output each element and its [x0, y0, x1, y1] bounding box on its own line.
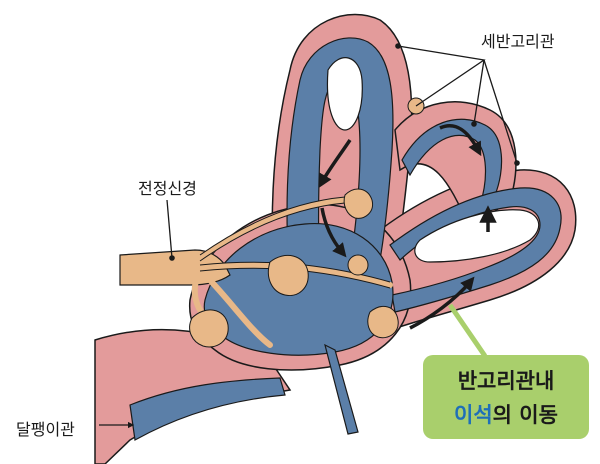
label-eustachian-tube: 달팽이관: [16, 420, 75, 439]
superior-canal-hole: [326, 57, 363, 131]
arrow-vestibule: [320, 207, 347, 258]
leader-vestibular-nerve: [166, 199, 173, 259]
leader-semicircular-2: [473, 59, 485, 125]
callout-line2-rest: 의 이동: [492, 403, 558, 427]
endolymphatic-duct: [324, 343, 359, 435]
arrow-superior: [318, 139, 352, 189]
otolith-movement-callout: 반고리관내 이석의 이동: [423, 355, 589, 439]
callout-line2: 이석의 이동: [423, 399, 589, 429]
callout-pointer: [447, 303, 488, 358]
leader-dots: [169, 43, 520, 261]
leader-lines: [99, 45, 518, 429]
arrow-posterior: [439, 124, 482, 157]
callout-line1: 반고리관내: [457, 369, 555, 393]
cupula-superior: [343, 188, 374, 219]
utricle-macula: [267, 254, 309, 297]
callout-highlight: 이석: [454, 403, 493, 427]
label-vestibular-nerve: 전정신경: [138, 179, 197, 198]
leader-semicircular-3: [483, 59, 518, 164]
arrow-horizontal-lower: [409, 276, 475, 330]
saccule-macula: [189, 309, 229, 348]
flow-arrows: [318, 124, 497, 330]
otolith-mid: [347, 254, 369, 276]
tube-inner: [129, 377, 286, 441]
cupula-horizontal: [367, 305, 399, 339]
label-semicircular-canals: 세반고리관: [481, 32, 555, 51]
